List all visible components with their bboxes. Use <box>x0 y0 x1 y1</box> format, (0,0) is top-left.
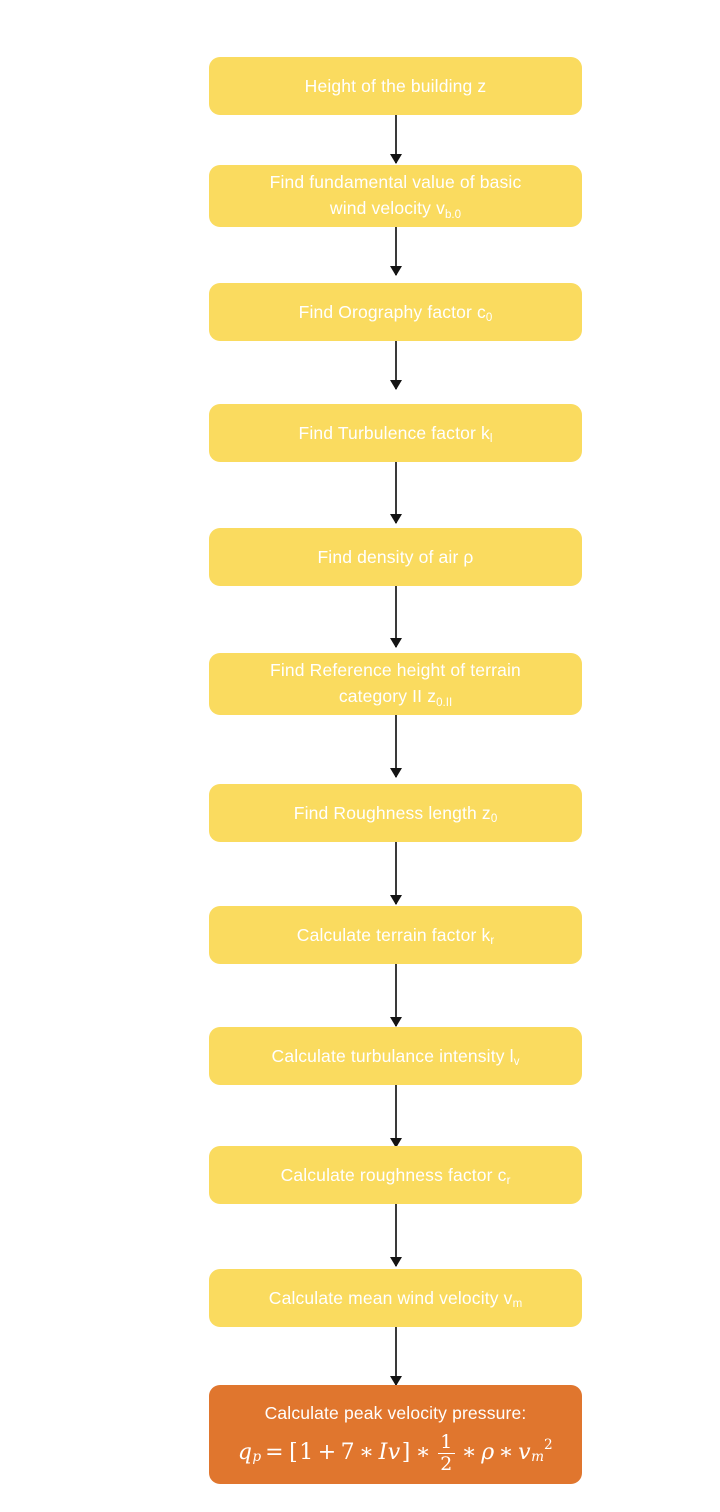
connector-arrow-6 <box>395 715 397 777</box>
flow-node-label-subscript: m <box>512 1298 523 1311</box>
connector-arrow-3 <box>395 341 397 389</box>
flow-node-label: Find density of air ρ <box>317 546 474 567</box>
flow-node-label-base: Find Roughness length z <box>293 802 491 823</box>
flow-node-label: Calculate mean wind velocity vm <box>223 1286 568 1311</box>
connector-arrow-5 <box>395 586 397 647</box>
flow-node-heading: Calculate peak velocity pressure: <box>264 1403 527 1424</box>
flow-node-density-of-air[interactable]: Find density of air ρ <box>209 528 582 586</box>
flow-node-label: Find Turbulence factor kl <box>223 421 568 446</box>
flow-node-label: Calculate turbulance intensity lv <box>223 1044 568 1069</box>
flow-node-label-subscript: r <box>490 935 495 948</box>
flow-node-turbulence-intensity[interactable]: Calculate turbulance intensity lv <box>209 1027 582 1085</box>
formula-fraction-numerator: 1 <box>440 1430 453 1453</box>
flow-node-label-base: Calculate terrain factor k <box>296 924 491 945</box>
connector-arrow-11 <box>395 1327 397 1385</box>
formula-iv: Iv <box>378 1440 401 1466</box>
flow-node-orography-factor[interactable]: Find Orography factor c0 <box>209 283 582 341</box>
connector-arrow-10 <box>395 1204 397 1266</box>
flow-node-label-base: Find Orography factor c <box>298 301 486 322</box>
flow-node-label: Calculate terrain factor kr <box>223 923 568 948</box>
flow-node-label-base: Calculate roughness factor c <box>280 1164 507 1185</box>
flow-node-label-base: Find Turbulence factor k <box>298 422 490 443</box>
flow-node-basic-wind-velocity[interactable]: Find fundamental value of basic wind velo… <box>209 165 582 227</box>
flow-node-label-line2: category II z <box>338 686 437 706</box>
formula-open-bracket: [ <box>289 1440 299 1466</box>
formula-v-exponent: 2 <box>543 1436 554 1453</box>
flow-node-label-line1: Find Reference height of terrain <box>270 660 521 681</box>
flow-node-label-subscript: b.0 <box>445 208 462 221</box>
formula-plus: + <box>317 1440 337 1466</box>
formula-star-3: ∗ <box>461 1440 478 1466</box>
flow-node-label-line1: Find fundamental value of basic <box>269 172 522 193</box>
formula-q: q <box>237 1440 253 1466</box>
flow-node-label-base: Calculate turbulance intensity l <box>271 1045 514 1066</box>
flow-node-turbulence-factor[interactable]: Find Turbulence factor kl <box>209 404 582 462</box>
flow-node-terrain-factor[interactable]: Calculate terrain factor kr <box>209 906 582 964</box>
flow-node-label: Find Roughness length z0 <box>223 801 568 826</box>
formula-close-bracket: ] <box>401 1440 411 1466</box>
formula-star-2: ∗ <box>415 1440 432 1466</box>
flow-node-roughness-factor[interactable]: Calculate roughness factor cr <box>209 1146 582 1204</box>
connector-arrow-8 <box>395 964 397 1026</box>
formula-q-subscript: p <box>252 1449 262 1466</box>
connector-arrow-4 <box>395 462 397 523</box>
flow-node-roughness-length[interactable]: Find Roughness length z0 <box>209 784 582 842</box>
formula-v-subscript: m <box>531 1449 544 1466</box>
connector-arrow-1 <box>395 115 397 163</box>
flow-node-label: Find fundamental value of basic wind velo… <box>223 170 568 221</box>
formula-equals: = <box>265 1440 285 1466</box>
formula-star-1: ∗ <box>359 1440 375 1466</box>
formula-fraction-denominator: 2 <box>438 1452 455 1475</box>
formula-rho: ρ <box>481 1440 495 1466</box>
formula-star-4: ∗ <box>498 1440 515 1466</box>
connector-arrow-9 <box>395 1085 397 1147</box>
flow-node-label: Find Orography factor c0 <box>223 300 568 325</box>
flow-node-label: Height of the building z <box>304 75 487 96</box>
flow-node-label-subscript: 0 <box>485 312 493 325</box>
flow-node-height-of-building[interactable]: Height of the building z <box>209 57 582 115</box>
flow-node-label-subscript: r <box>506 1175 511 1188</box>
connector-arrow-2 <box>395 227 397 275</box>
formula-seven: 7 <box>340 1440 356 1466</box>
flow-node-reference-height-terrain-category[interactable]: Find Reference height of terrain category… <box>209 653 582 715</box>
flow-node-label-subscript: v <box>513 1056 520 1069</box>
flow-node-label-subscript: 0 <box>490 813 498 826</box>
formula-v: v <box>518 1440 532 1466</box>
flow-node-label: Calculate roughness factor cr <box>223 1163 568 1188</box>
connector-arrow-7 <box>395 842 397 904</box>
flow-node-label-line2: wind velocity v <box>329 198 445 218</box>
flow-node-label-base: Calculate mean wind velocity v <box>268 1287 513 1308</box>
flow-node-label-subscript: l <box>489 433 493 446</box>
flow-node-label: Find Reference height of terrain category… <box>223 658 568 709</box>
flow-node-label-subscript: 0.II <box>436 696 453 709</box>
flow-node-mean-wind-velocity[interactable]: Calculate mean wind velocity vm <box>209 1269 582 1327</box>
formula-one: 1 <box>299 1440 314 1466</box>
